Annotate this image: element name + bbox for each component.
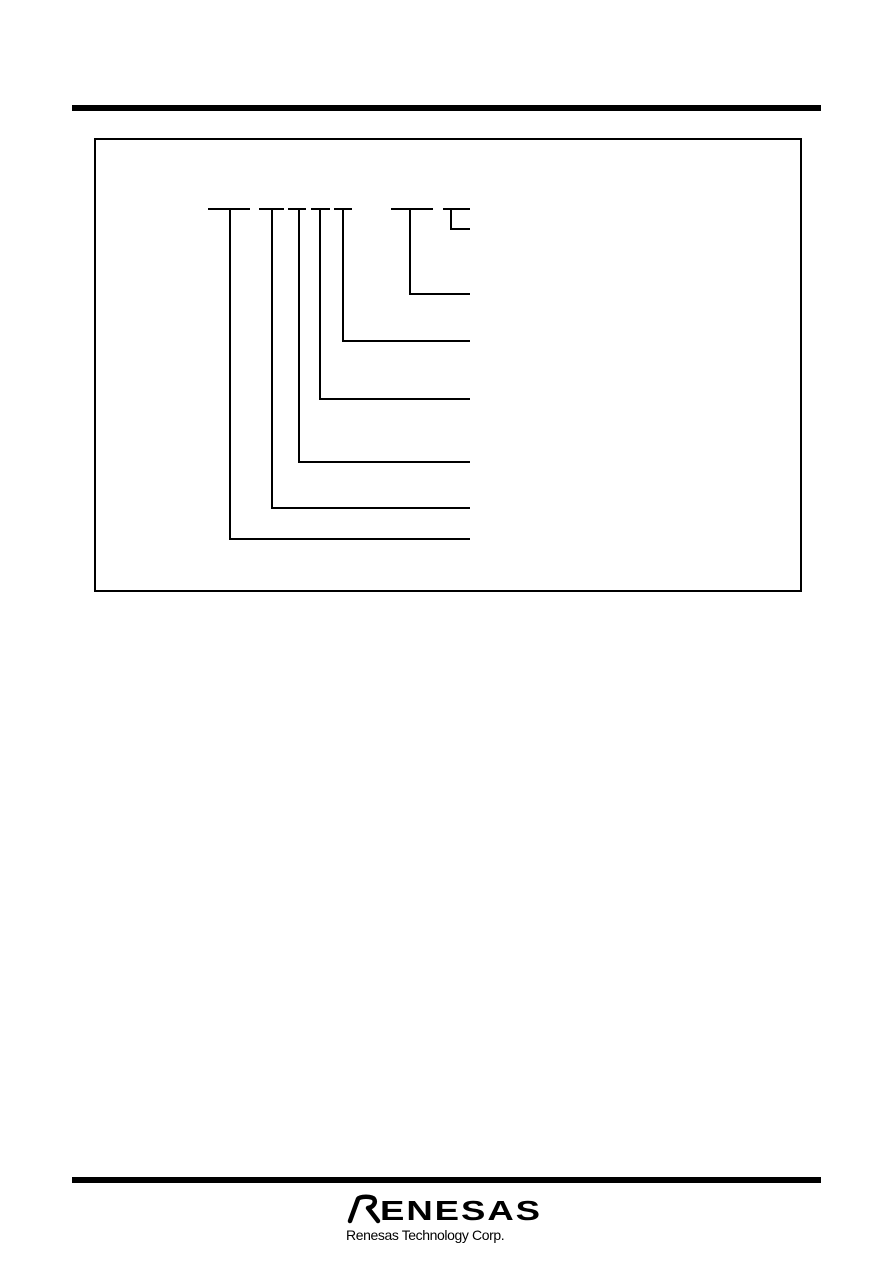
renesas-wordmark-icon: ENESAS	[347, 1194, 542, 1225]
renesas-logo: ENESAS Renesas Technology Corp.	[340, 1193, 560, 1253]
leader-line-1	[450, 209, 470, 230]
leader-line-5	[298, 209, 470, 463]
header-rule	[72, 105, 821, 111]
svg-text:ENESAS: ENESAS	[380, 1195, 542, 1225]
part-number-diagram	[94, 138, 802, 592]
part-number-leader-lines	[208, 208, 470, 540]
leader-line-4	[319, 209, 470, 400]
leader-line-2	[409, 209, 470, 295]
leader-line-3	[342, 209, 470, 342]
footer-rule	[72, 1177, 821, 1183]
company-name: Renesas Technology Corp.	[346, 1227, 505, 1243]
leader-line-6	[271, 209, 470, 509]
leader-line-7	[229, 209, 470, 540]
